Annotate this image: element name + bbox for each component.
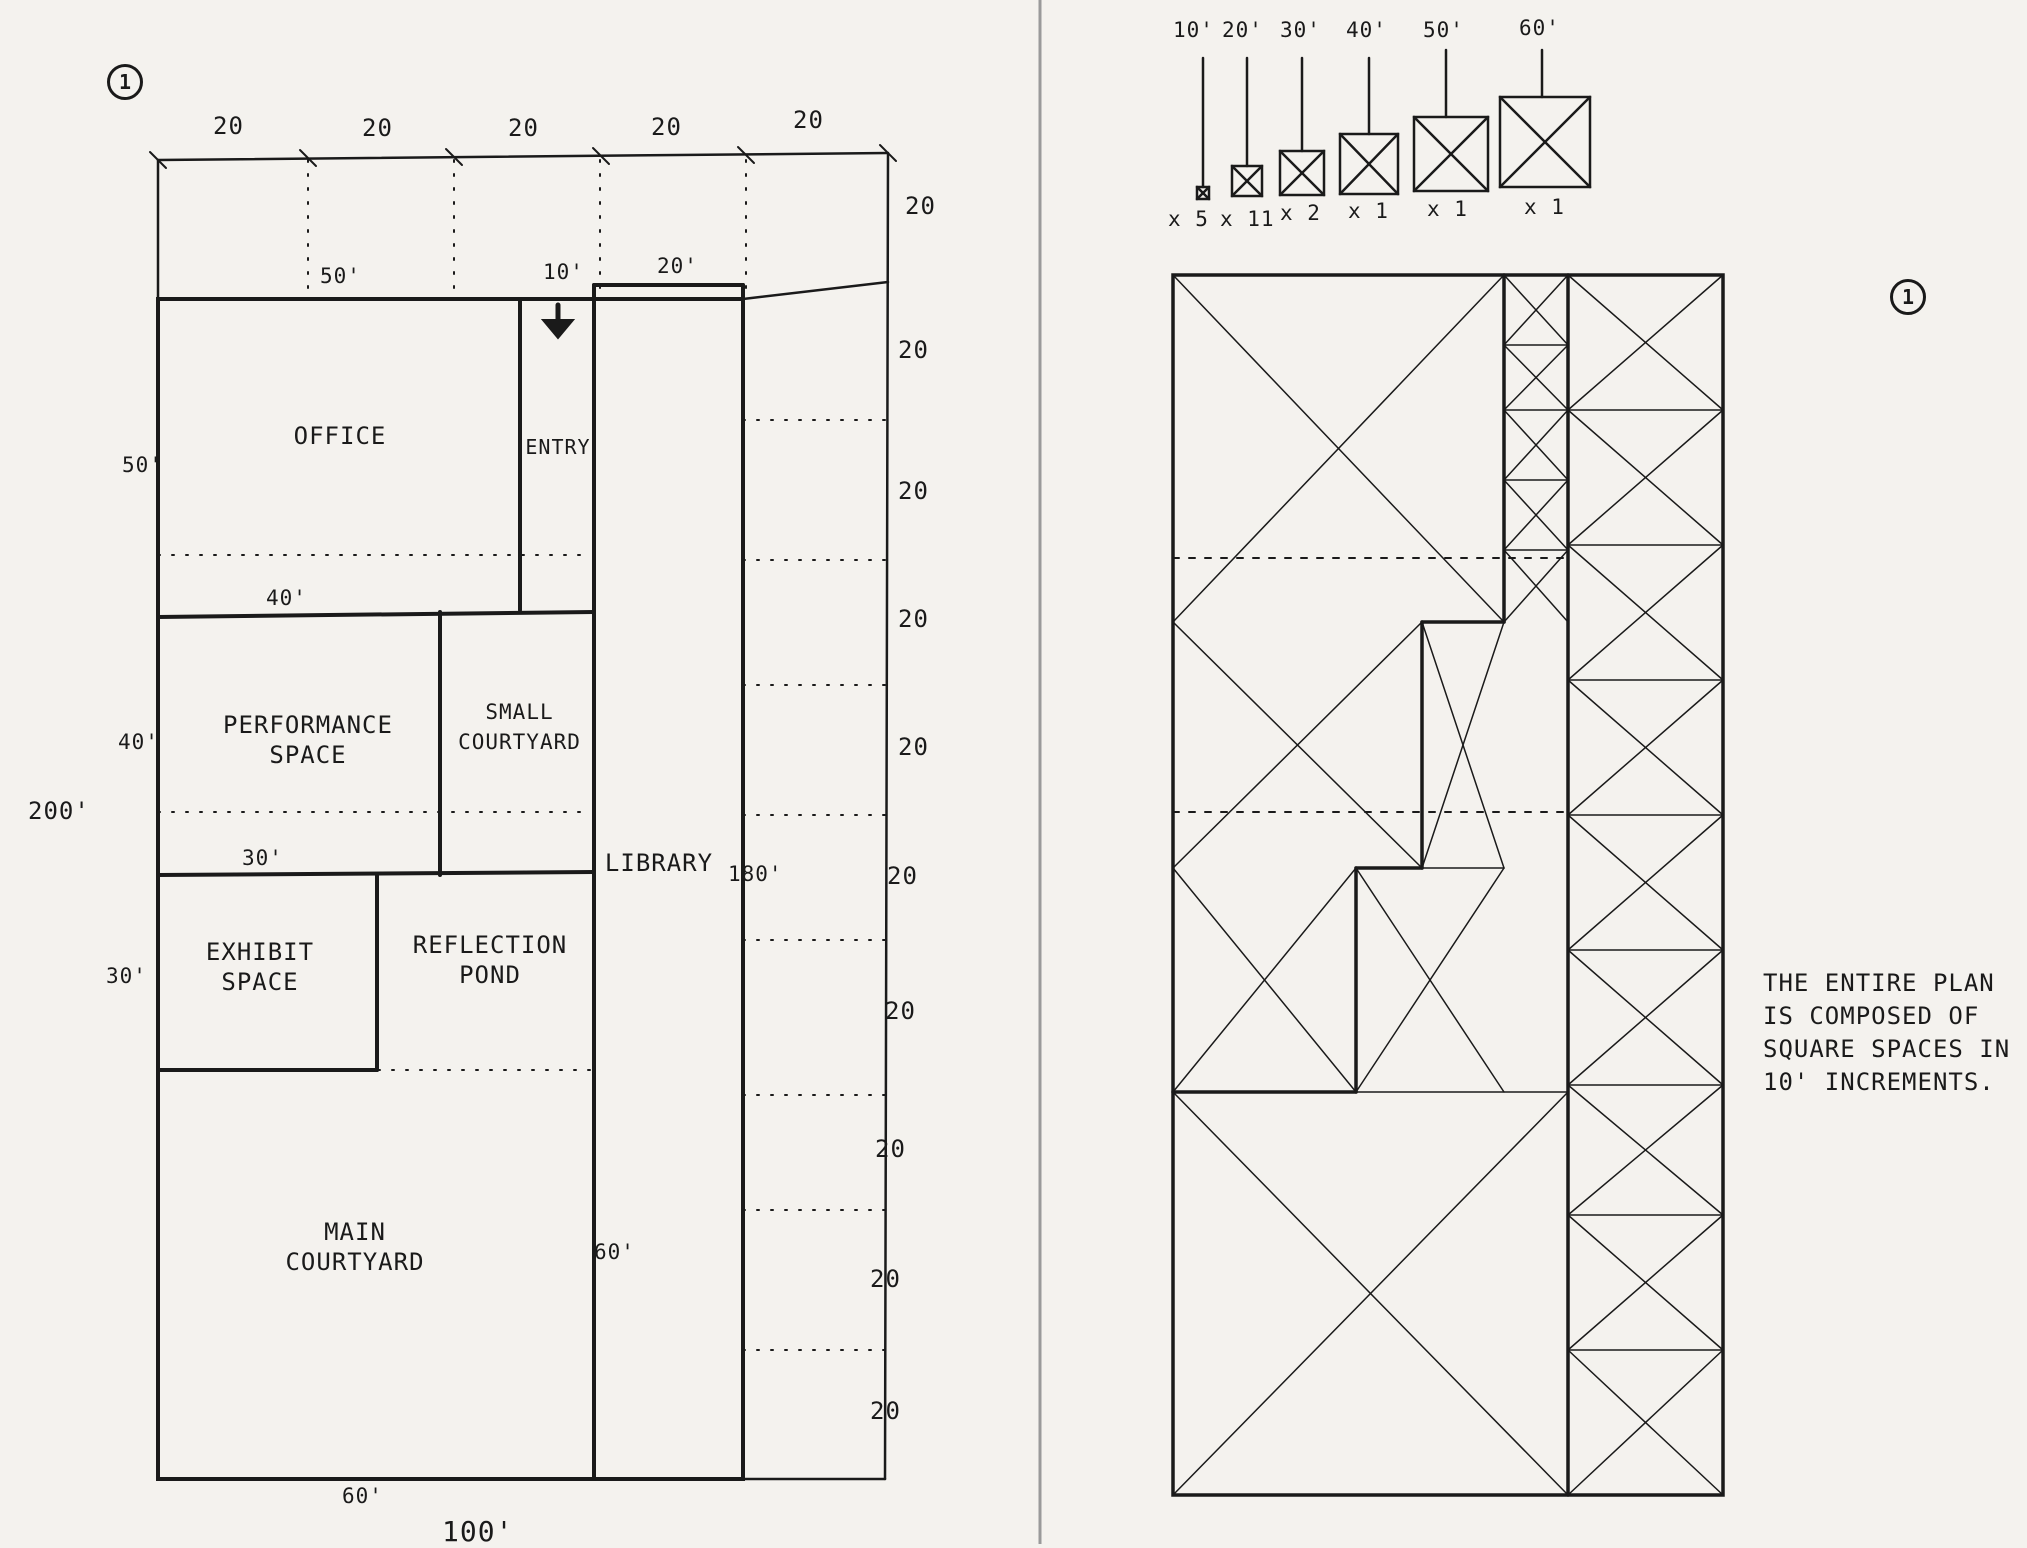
square-plan-outline (1171, 273, 1725, 1497)
entry-arrow (540, 302, 576, 340)
legend-size-label: 20' (1222, 18, 1263, 42)
right-module-label: 20 (875, 1135, 906, 1163)
right-module-label: 20 (898, 477, 929, 505)
top-module-label: 20 (793, 106, 824, 134)
legend-count-label: x 1 (1524, 195, 1565, 219)
dim-main-courtyard-width: 60' (342, 1484, 383, 1508)
room-entry: ENTRY (525, 435, 591, 459)
room-library: LIBRARY (604, 849, 714, 877)
module-grid (156, 151, 890, 1481)
legend-size-label: 40' (1346, 18, 1387, 42)
room-small-courtyard: SMALL COURTYARD (458, 700, 581, 754)
top-module-label: 20 (213, 112, 244, 140)
right-module-label: 20 (898, 733, 929, 761)
legend-count-label: x 11 (1220, 207, 1275, 231)
legend-size-label: 50' (1423, 18, 1464, 42)
legend-count-label: x 1 (1427, 197, 1468, 221)
legend-squares (1195, 48, 1592, 201)
dim-overall-width: 100' (442, 1515, 514, 1548)
building-outline (156, 297, 745, 1481)
dim-library-length: 180' (728, 862, 783, 886)
legend-size-label: 30' (1280, 18, 1321, 42)
square-plan-walls (1171, 273, 1570, 1497)
dim-performance-width: 40' (266, 586, 307, 610)
right-module-label: 20 (870, 1265, 901, 1293)
plan-note: THE ENTIRE PLAN IS COMPOSED OF SQUARE SP… (1763, 969, 2011, 1096)
room-reflection-pond: REFLECTION POND (412, 931, 568, 989)
dim-exhibit-width: 30' (242, 846, 283, 870)
room-exhibit-space: EXHIBIT SPACE (205, 938, 315, 996)
square-subdivisions (1355, 344, 1724, 1351)
top-module-label: 20 (651, 113, 682, 141)
room-performance-space: PERFORMANCE SPACE (223, 711, 393, 769)
module-dotted-lines (157, 159, 887, 1351)
dim-performance-height: 40' (118, 730, 159, 754)
legend-count-label: x 1 (1348, 199, 1389, 223)
room-office: OFFICE (293, 422, 387, 450)
left-sheet-number: 1 (107, 64, 143, 100)
top-module-label: 20 (508, 114, 539, 142)
module-ticks (149, 144, 897, 169)
dim-exhibit-height: 30' (106, 964, 147, 988)
room-main-courtyard: MAIN COURTYARD (285, 1218, 425, 1276)
interior-walls (156, 283, 745, 1481)
right-square-plan (1171, 48, 1725, 1497)
square-plan-dashed (1172, 557, 1569, 813)
right-module-label: 20 (898, 336, 929, 364)
right-module-label: 20 (870, 1397, 901, 1425)
top-module-label: 20 (362, 114, 393, 142)
right-module-label: 20 (885, 997, 916, 1025)
right-module-label: 20 (898, 605, 929, 633)
dim-office-height: 50' (122, 453, 163, 477)
dim-entry-width: 10' (543, 260, 584, 284)
legend-count-label: x 5 (1168, 207, 1209, 231)
dim-office-width: 50' (320, 264, 361, 288)
left-floor-plan (149, 144, 897, 1481)
dim-library-width: 20' (657, 254, 698, 278)
dim-overall-height: 200' (28, 797, 90, 825)
right-module-label: 20 (905, 192, 936, 220)
right-module-label: 20 (887, 862, 918, 890)
dim-main-courtyard-height: 60' (594, 1240, 635, 1264)
square-diagonals (1172, 274, 1724, 1496)
legend-count-label: x 2 (1280, 201, 1321, 225)
legend-size-label: 60' (1519, 16, 1560, 40)
legend-size-label: 10' (1173, 18, 1214, 42)
right-sheet-number: 1 (1890, 279, 1926, 315)
